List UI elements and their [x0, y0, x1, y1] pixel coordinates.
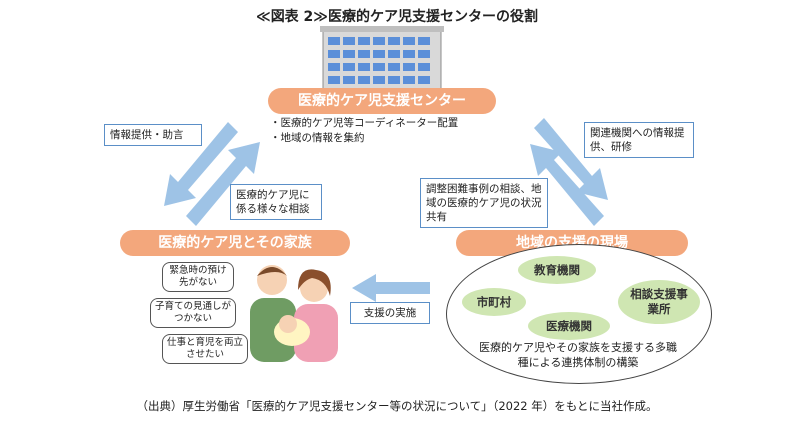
center-bullet: ・地域の情報を集約 [270, 132, 365, 144]
label-field-to-center: 調整困難事例の相談、地域の医療的ケア児の状況共有 [420, 178, 548, 228]
arrow-center-to-field [534, 118, 608, 200]
center-bullets: ・医療的ケア児等コーディネーター配置 ・地域の情報を集約 [270, 116, 520, 146]
concern-bubble: 子育ての見通しがつかない [150, 298, 236, 328]
arrow-field-to-family [352, 274, 430, 302]
label-family-to-center: 医療的ケア児に係る様々な相談 [230, 184, 322, 220]
arrow-family-to-center [186, 142, 260, 226]
org-education: 教育機関 [518, 256, 596, 284]
org-consultation: 相談支援事業所 [618, 280, 700, 324]
building-icon [320, 26, 444, 91]
center-bullet: ・医療的ケア児等コーディネーター配置 [270, 117, 459, 129]
label-field-to-family: 支援の実施 [350, 302, 430, 324]
org-medical: 医療機関 [528, 312, 610, 340]
concern-bubble: 仕事と育児を両立させたい [162, 334, 248, 364]
family-illustration [250, 265, 338, 362]
center-label: 医療的ケア児支援センター [268, 88, 496, 114]
field-caption: 医療的ケア児やその家族を支援する多職種による連携体制の構築 [479, 341, 677, 369]
arrow-field-to-center [530, 144, 604, 226]
org-municipality: 市町村 [462, 288, 526, 316]
source-note: （出典）厚生労働省「医療的ケア児支援センター等の状況について」（2022 年）を… [136, 399, 658, 413]
label-center-to-field: 関連機関への情報提供、研修 [584, 122, 694, 158]
concern-bubble: 緊急時の預け先がない [162, 262, 234, 292]
org-consultation-text: 相談支援事業所 [630, 287, 688, 316]
arrow-center-to-family [164, 122, 238, 206]
figure-title: ≪図表 2≫医療的ケア児支援センターの役割 [256, 9, 538, 25]
family-label: 医療的ケア児とその家族 [120, 230, 350, 256]
label-center-to-family: 情報提供・助言 [104, 124, 202, 146]
